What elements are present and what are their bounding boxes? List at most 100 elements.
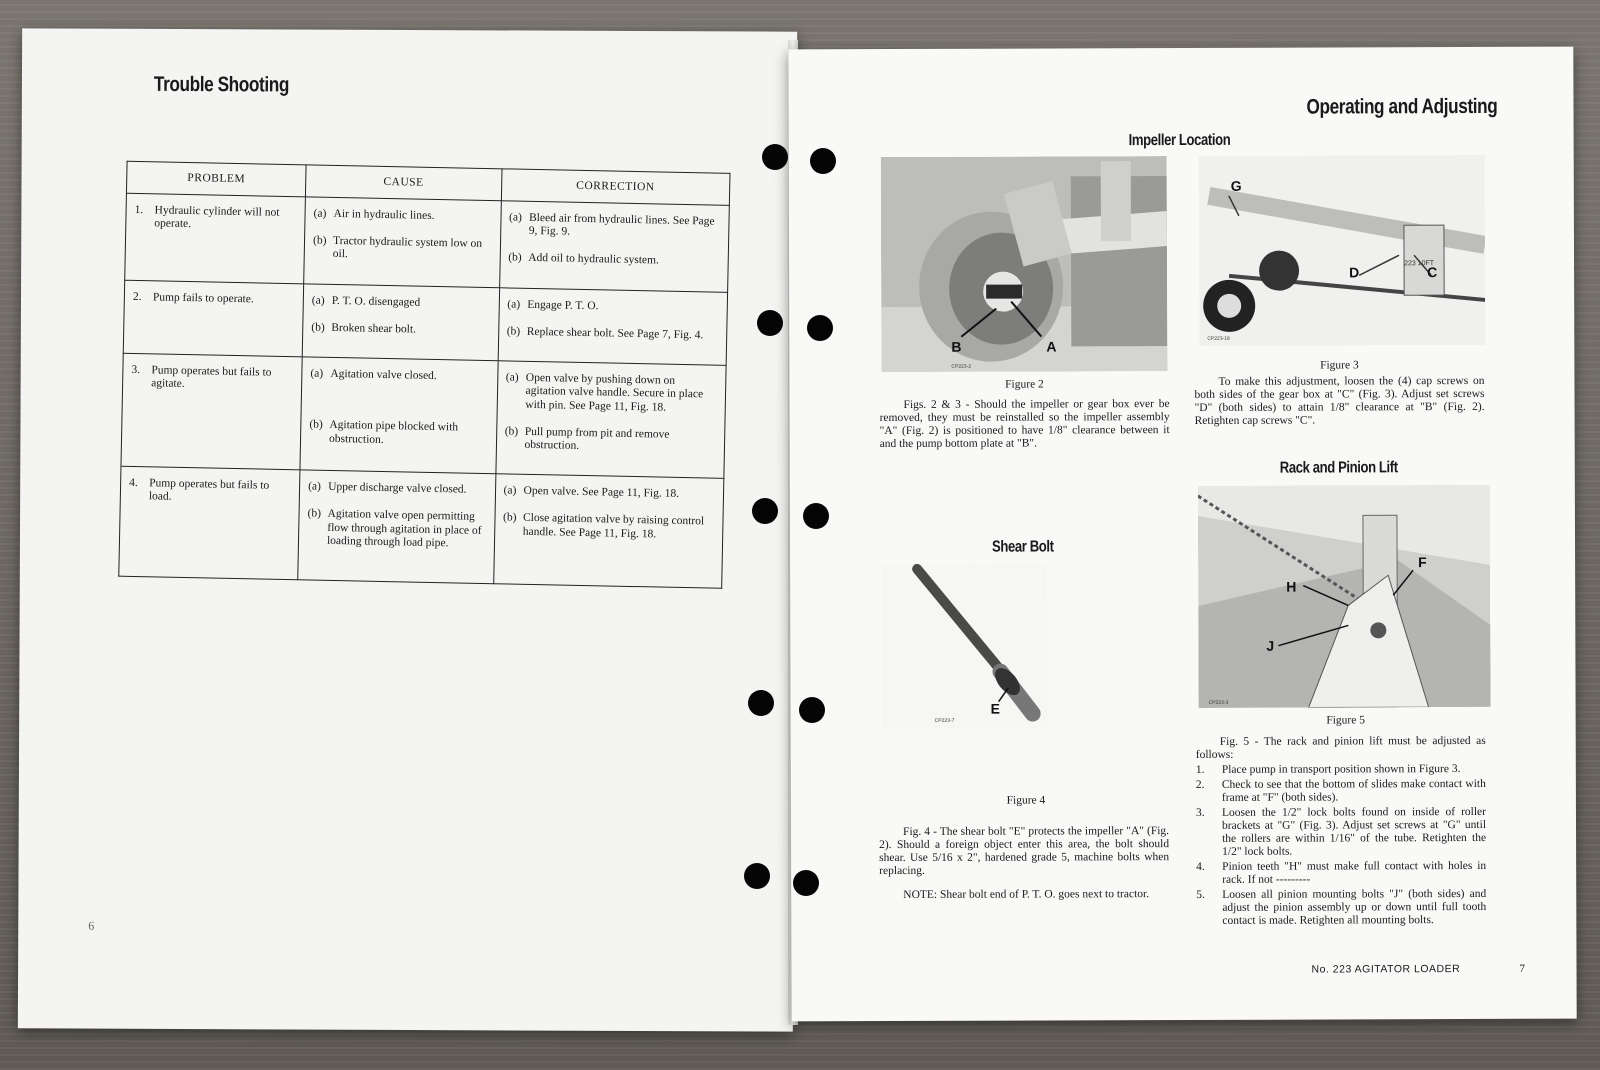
page-title-trouble-shooting: Trouble Shooting bbox=[153, 72, 290, 97]
header-correction: CORRECTION bbox=[500, 168, 730, 206]
problem-text: Pump operates but fails to agitate. bbox=[151, 364, 272, 391]
cause-label: (a) bbox=[310, 367, 324, 380]
binder-hole bbox=[752, 498, 778, 524]
binder-hole bbox=[810, 148, 836, 174]
correction-text: Close agitation valve by raising control… bbox=[522, 512, 705, 541]
cause-text: Agitation valve open permitting flow thr… bbox=[326, 508, 482, 550]
photo-code: CP223-3 bbox=[1209, 700, 1229, 706]
step-number: 3. bbox=[1195, 806, 1205, 819]
figure-4-photo: E CP223-7 bbox=[882, 563, 1048, 730]
text-figs-2-3: Figs. 2 & 3 - Should the impeller or gea… bbox=[879, 398, 1170, 451]
table-row: 1. Hydraulic cylinder will not operate. (… bbox=[124, 193, 730, 293]
row-number: 1. bbox=[134, 203, 144, 217]
text-adjustment: To make this adjustment, loosen the (4) … bbox=[1194, 374, 1485, 427]
correction-label: (b) bbox=[504, 425, 519, 438]
caption-figure-3: Figure 3 bbox=[1320, 359, 1359, 372]
list-item: 5.Loosen all pinion mounting bolts "J" (… bbox=[1196, 888, 1486, 928]
impeller-illustration: B A CP223-2 bbox=[880, 156, 1168, 373]
row-number: 2. bbox=[132, 290, 142, 303]
header-problem: PROBLEM bbox=[126, 161, 307, 197]
cause-text: Tractor hydraulic system low on oil. bbox=[332, 235, 483, 261]
step-text: Loosen all pinion mounting bolts "J" (bo… bbox=[1222, 887, 1487, 927]
cause-cell: (a)P. T. O. disengaged (b)Broken shear b… bbox=[302, 283, 500, 361]
correction-label: (b) bbox=[506, 325, 521, 338]
right-page: Operating and Adjusting Impeller Locatio… bbox=[788, 46, 1577, 1022]
text-fig-5-intro: Fig. 5 - The rack and pinion lift must b… bbox=[1195, 734, 1486, 761]
step-number: 2. bbox=[1195, 778, 1205, 791]
caption-figure-5: Figure 5 bbox=[1326, 714, 1366, 727]
correction-text: Engage P. T. O. bbox=[527, 298, 599, 312]
binder-hole bbox=[793, 870, 819, 896]
cause-text: Upper discharge valve closed. bbox=[328, 481, 467, 496]
correction-text: Open valve by pushing down on agitation … bbox=[525, 371, 704, 414]
cause-label: (a) bbox=[311, 294, 325, 307]
figure-5-photo: H F J CP223-3 bbox=[1197, 484, 1491, 708]
heading-impeller-location: Impeller Location bbox=[1128, 131, 1231, 150]
figure-3-photo: G D C 223 10FT CP223-18 bbox=[1198, 154, 1486, 346]
correction-label: (b) bbox=[508, 251, 522, 265]
problem-text: Pump operates but fails to load. bbox=[148, 477, 270, 504]
callout-d: D bbox=[1349, 264, 1359, 280]
problem-cell: 4. Pump operates but fails to load. bbox=[118, 466, 300, 580]
cause-label: (a) bbox=[308, 480, 322, 493]
list-item: 3. Loosen the 1/2" lock bolts found on in… bbox=[1196, 806, 1486, 859]
step-text: Check to see that the bottom of slides m… bbox=[1221, 777, 1486, 804]
row-number: 3. bbox=[131, 364, 141, 377]
cause-label: (b) bbox=[309, 418, 323, 432]
figure-2-photo: B A CP223-2 bbox=[880, 156, 1168, 373]
callout-b: B bbox=[951, 339, 961, 355]
cause-label: (b) bbox=[311, 321, 325, 334]
cause-cell: (a) Upper discharge valve closed. (b) Agit… bbox=[297, 470, 496, 584]
photo-code: CP223-2 bbox=[951, 364, 971, 370]
step-text: Loosen the 1/2" lock bolts found on insi… bbox=[1221, 805, 1487, 858]
callout-f: F bbox=[1418, 554, 1427, 570]
caption-figure-2: Figure 2 bbox=[1005, 378, 1044, 391]
correction-text: Pull pump from pit and remove obstructio… bbox=[524, 425, 670, 452]
correction-text: Add oil to hydraulic system. bbox=[528, 252, 659, 267]
page-number-right: 7 bbox=[1519, 962, 1526, 975]
table-row: 2.Pump fails to operate. (a)P. T. O. dis… bbox=[123, 279, 728, 366]
cause-cell: (a)Air in hydraulic lines. (b)Tractor hy… bbox=[303, 196, 501, 288]
cause-cell: (a) Agitation valve closed. (b) Agitation … bbox=[299, 356, 498, 474]
cause-text: Agitation valve closed. bbox=[330, 367, 437, 383]
correction-text: Replace shear bolt. See Page 7, Fig. 4. bbox=[526, 325, 704, 342]
list-item: 4.Pinion teeth "H" must make full contac… bbox=[1196, 860, 1486, 887]
correction-cell: (a)Open valve. See Page 11, Fig. 18. (b)… bbox=[493, 473, 724, 589]
binder-hole bbox=[803, 503, 829, 529]
rack-pinion-illustration: H F J CP223-3 bbox=[1197, 484, 1491, 708]
footer-title: No. 223 AGITATOR LOADER bbox=[1311, 963, 1461, 976]
rack-pinion-steps: 1.Place pump in transport position shown… bbox=[1196, 763, 1487, 930]
caption-figure-4: Figure 4 bbox=[1006, 794, 1046, 807]
cause-text: Air in hydraulic lines. bbox=[333, 207, 435, 222]
heading-rack-pinion: Rack and Pinion Lift bbox=[1279, 459, 1398, 477]
step-number: 4. bbox=[1196, 860, 1205, 873]
correction-label: (a) bbox=[508, 211, 522, 224]
correction-text: Bleed air from hydraulic lines. See Page… bbox=[528, 211, 715, 238]
step-number: 1. bbox=[1195, 763, 1205, 776]
list-item: 1.Place pump in transport position shown… bbox=[1196, 763, 1486, 777]
text-fig-4: Fig. 4 - The shear bolt "E" protects the… bbox=[879, 825, 1170, 878]
photo-code: CP223-7 bbox=[935, 718, 955, 724]
page-title-operating-adjusting: Operating and Adjusting bbox=[1306, 94, 1498, 119]
binder-hole bbox=[757, 310, 783, 336]
callout-j: J bbox=[1266, 638, 1274, 654]
trouble-shooting-table: PROBLEM CAUSE CORRECTION 1.Hydraulic cyl… bbox=[118, 161, 730, 589]
binder-hole bbox=[799, 697, 825, 723]
binder-hole bbox=[748, 690, 774, 716]
cause-text: Agitation pipe blocked with obstruction. bbox=[328, 419, 459, 446]
correction-cell: (a) Bleed air from hydraulic lines. See P… bbox=[499, 200, 730, 293]
machine-marking: 223 10FT bbox=[1404, 260, 1435, 267]
correction-label: (a) bbox=[505, 371, 519, 384]
problem-cell: 1. Hydraulic cylinder will not operate. bbox=[124, 193, 306, 284]
row-number: 4. bbox=[129, 477, 138, 490]
correction-text: Open valve. See Page 11, Fig. 18. bbox=[523, 484, 680, 501]
cause-text: P. T. O. disengaged bbox=[331, 294, 421, 309]
cause-label: (b) bbox=[307, 507, 322, 521]
problem-text: Hydraulic cylinder will not operate. bbox=[154, 204, 280, 231]
photo-code: CP223-18 bbox=[1207, 336, 1230, 342]
binder-hole bbox=[762, 144, 788, 170]
cause-label: (a) bbox=[313, 207, 327, 220]
callout-c: C bbox=[1427, 264, 1437, 280]
list-item: 2. Check to see that the bottom of slides… bbox=[1196, 778, 1486, 805]
correction-label: (a) bbox=[507, 298, 521, 311]
